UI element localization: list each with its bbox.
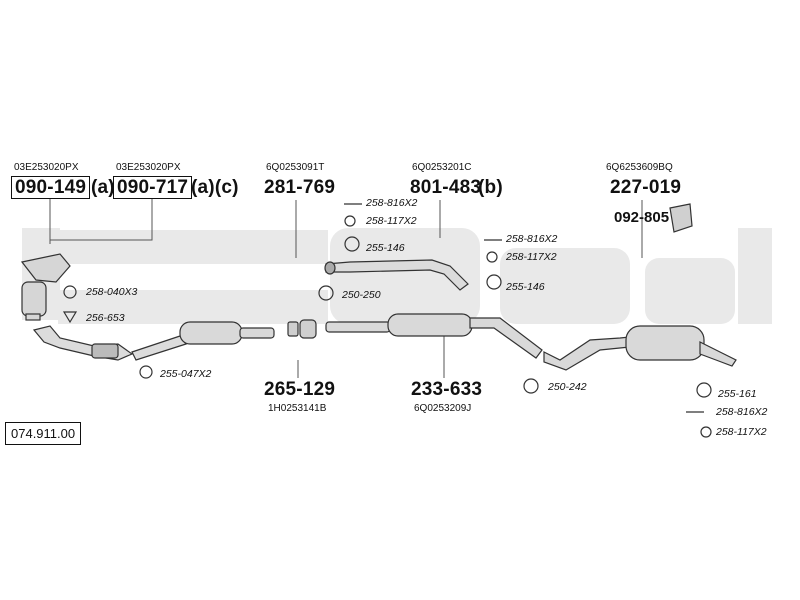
part-number: 090-717 xyxy=(113,176,193,199)
clamp-icon xyxy=(523,378,539,394)
oem-number: 6Q6253609BQ xyxy=(606,162,673,173)
leader-lines xyxy=(49,198,643,378)
hardware-code: 255-047X2 xyxy=(160,368,212,380)
part-number: 281-769 xyxy=(264,177,336,198)
gasket-icon xyxy=(62,311,78,324)
clamp-icon xyxy=(344,236,360,252)
oem-number: 6Q0253209J xyxy=(414,403,472,414)
hardware-code: 258-117X2 xyxy=(716,426,767,438)
hardware-code: 256-653 xyxy=(86,312,125,324)
part-number: 227-019 xyxy=(610,177,682,198)
hardware-code: 255-146 xyxy=(506,281,545,293)
center-silencer-part xyxy=(325,313,543,359)
intermediate-pipe-part xyxy=(324,259,469,291)
manifold-catalyst-part xyxy=(20,253,71,321)
leader-line xyxy=(50,198,153,241)
hardware-code: 255-146 xyxy=(366,242,405,254)
oem-number: 1H0253141B xyxy=(268,403,327,414)
part-number: 265-129 xyxy=(264,379,336,400)
hardware-icons xyxy=(62,203,712,438)
hardware-code: 258-117X2 xyxy=(506,251,557,263)
oem-number: 03E253020PX xyxy=(116,162,181,173)
clamp-icon xyxy=(318,285,334,301)
oem-number: 6Q0253091T xyxy=(266,162,325,173)
part-number: 090-149 xyxy=(11,176,91,199)
connector-part xyxy=(287,319,317,339)
rear-silencer-part xyxy=(543,325,737,371)
washer-icon xyxy=(486,251,498,263)
hardware-code: 255-161 xyxy=(718,388,757,400)
heat-shield-part xyxy=(669,203,693,233)
part-number: 233-633 xyxy=(411,379,483,400)
hardware-code: 258-040X3 xyxy=(86,286,138,298)
hardware-code: 258-117X2 xyxy=(366,215,417,227)
washer-icon xyxy=(700,426,712,438)
front-pipe-part xyxy=(32,325,187,361)
hardware-code: 258-816X2 xyxy=(716,406,768,418)
part-number: 801-483 xyxy=(410,177,482,198)
oem-number: 6Q0253201C xyxy=(412,162,472,173)
hardware-code: 250-242 xyxy=(548,381,587,393)
hardware-code: 250-250 xyxy=(342,289,381,301)
clamp-icon xyxy=(486,274,502,290)
part-suffix: (a)(c) xyxy=(191,177,239,198)
hardware-code: 258-816X2 xyxy=(506,233,558,245)
part-suffix: (b) xyxy=(478,177,503,198)
oem-number: 03E253020PX xyxy=(14,162,79,173)
part-suffix: (a) xyxy=(91,177,115,198)
front-silencer-part xyxy=(179,321,275,345)
hardware-code: 258-816X2 xyxy=(366,197,418,209)
nut-icon xyxy=(63,285,77,299)
catalog-number: 074.911.00 xyxy=(5,422,82,445)
washer-icon xyxy=(344,215,356,227)
part-number: 092-805 xyxy=(614,209,670,226)
clamp-icon xyxy=(139,365,153,379)
clamp-icon xyxy=(696,382,712,398)
